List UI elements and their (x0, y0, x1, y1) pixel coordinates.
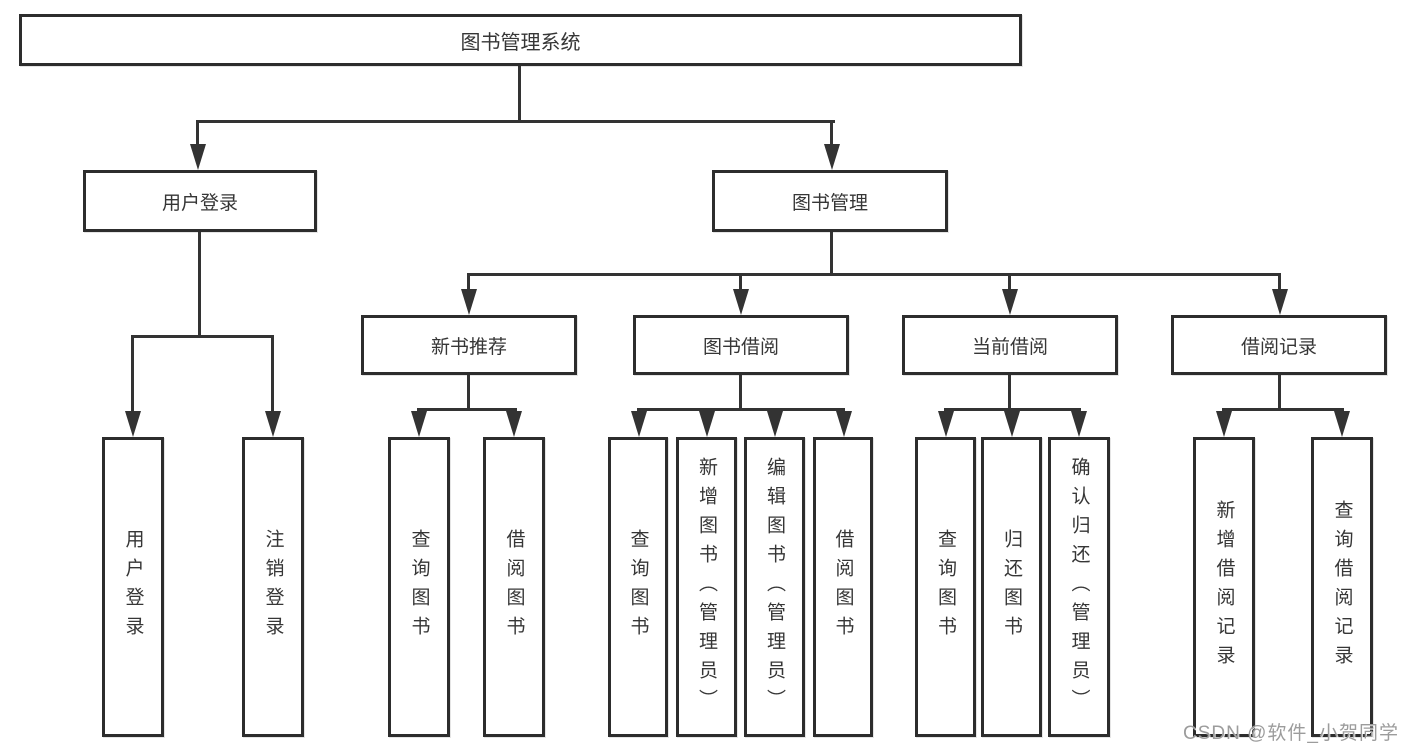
arrow-down-icon (938, 411, 954, 437)
connector-line (637, 408, 845, 411)
node-new-book-recommendation: 新书推荐 (361, 315, 577, 375)
arrow-down-icon (733, 289, 749, 315)
connector-line (739, 273, 742, 293)
arrow-down-icon (411, 411, 427, 437)
node-current-borrowing: 当前借阅 (902, 315, 1118, 375)
connector-line (518, 66, 521, 123)
csdn-watermark: CSDN @软件_小贺同学 (1183, 723, 1399, 744)
arrow-down-icon (1002, 289, 1018, 315)
connector-line (1008, 273, 1011, 293)
leaf-query-borrow-record: 查询借阅记录 (1311, 437, 1373, 737)
arrow-down-icon (631, 411, 647, 437)
connector-line (131, 335, 274, 338)
connector-line (467, 375, 470, 411)
leaf-borrow-books: 借阅图书 (813, 437, 873, 737)
arrow-down-icon (836, 411, 852, 437)
connector-line (1278, 273, 1281, 293)
node-book-borrowing: 图书借阅 (633, 315, 849, 375)
leaf-logout: 注销登录 (242, 437, 304, 737)
arrow-down-icon (1216, 411, 1232, 437)
connector-line (467, 273, 1281, 276)
leaf-add-borrow-record: 新增借阅记录 (1193, 437, 1255, 737)
leaf-add-books-admin: 新增图书（管理员） (676, 437, 737, 737)
connector-line (1278, 375, 1281, 411)
arrow-down-icon (265, 411, 281, 437)
connector-line (196, 120, 835, 123)
connector-line (467, 273, 470, 293)
node-root-system: 图书管理系统 (19, 14, 1022, 66)
node-borrowing-records: 借阅记录 (1171, 315, 1387, 375)
leaf-query-books-borrow: 查询图书 (608, 437, 668, 737)
connector-line (1008, 375, 1011, 411)
connector-line (131, 335, 134, 415)
connector-line (830, 232, 833, 276)
leaf-query-books-recommend: 查询图书 (388, 437, 450, 737)
arrow-down-icon (767, 411, 783, 437)
connector-line (271, 335, 274, 415)
leaf-return-books: 归还图书 (981, 437, 1042, 737)
arrow-down-icon (506, 411, 522, 437)
connector-line (830, 120, 833, 148)
node-book-management: 图书管理 (712, 170, 948, 232)
arrow-down-icon (1004, 411, 1020, 437)
leaf-user-login: 用户登录 (102, 437, 164, 737)
arrow-down-icon (1334, 411, 1350, 437)
arrow-down-icon (125, 411, 141, 437)
leaf-edit-books-admin: 编辑图书（管理员） (744, 437, 805, 737)
arrow-down-icon (1272, 289, 1288, 315)
leaf-query-books-current: 查询图书 (915, 437, 976, 737)
connector-line (417, 408, 517, 411)
arrow-down-icon (699, 411, 715, 437)
connector-line (196, 120, 199, 148)
arrow-down-icon (190, 144, 206, 170)
connector-line (198, 232, 201, 338)
connector-line (1222, 408, 1344, 411)
arrow-down-icon (824, 144, 840, 170)
arrow-down-icon (1071, 411, 1087, 437)
leaf-borrow-books-recommend: 借阅图书 (483, 437, 545, 737)
connector-line (739, 375, 742, 411)
node-user-login: 用户登录 (83, 170, 317, 232)
leaf-confirm-return-admin: 确认归还（管理员） (1048, 437, 1110, 737)
arrow-down-icon (461, 289, 477, 315)
